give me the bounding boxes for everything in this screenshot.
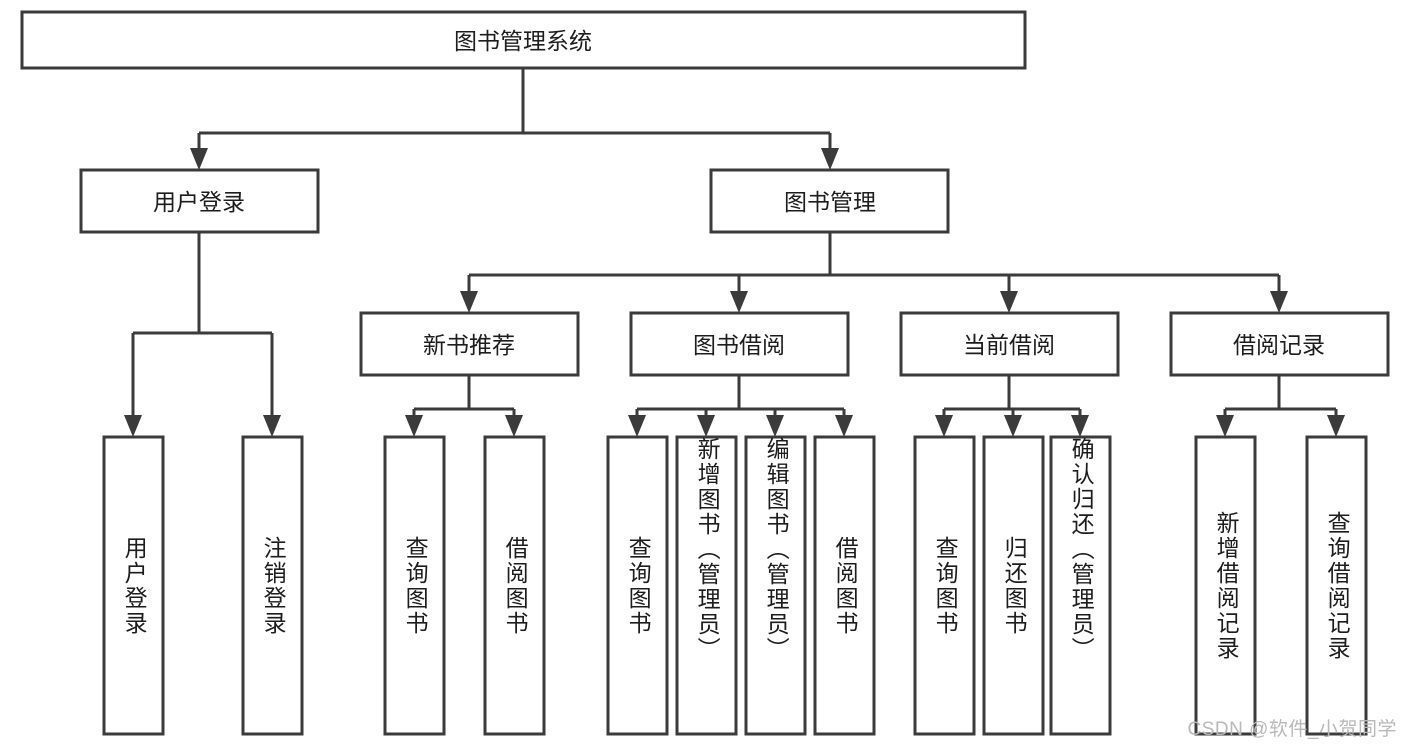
arrow-head-leaf-record-1 bbox=[1216, 415, 1234, 437]
leaf-box-group bbox=[102, 435, 1368, 736]
arrow-head-book-manage bbox=[821, 148, 839, 170]
arrow-head-leaf-current-1 bbox=[935, 415, 953, 437]
arrow-head-new-book-recommend bbox=[460, 291, 478, 313]
arrow-head-leaf-logout bbox=[263, 415, 281, 437]
arrow-head-leaf-recommend-2 bbox=[505, 415, 523, 437]
node-root[interactable]: 图书管理系统 bbox=[20, 10, 1027, 70]
arrow-head-leaf-borrow-2 bbox=[697, 415, 715, 437]
node-borrow-record-label: 借阅记录 bbox=[1233, 332, 1325, 358]
arrow-head-book-borrow bbox=[730, 291, 748, 313]
leaf-box-record-add[interactable] bbox=[1194, 435, 1257, 736]
arrow-head-leaf-current-3 bbox=[1071, 415, 1089, 437]
leaf-box-user-login[interactable] bbox=[102, 435, 165, 736]
node-borrow-record[interactable]: 借阅记录 bbox=[1169, 311, 1390, 377]
node-new-book-recommend[interactable]: 新书推荐 bbox=[359, 311, 580, 377]
node-book-borrow[interactable]: 图书借阅 bbox=[629, 311, 850, 377]
watermark-text: CSDN @软件_小贺同学 bbox=[1187, 719, 1397, 740]
connector-userlogin-to-bus bbox=[131, 232, 274, 419]
leaf-box-borrow-add[interactable] bbox=[675, 435, 738, 736]
node-book-borrow-label: 图书借阅 bbox=[693, 332, 785, 358]
node-user-login-label: 用户登录 bbox=[153, 189, 245, 215]
arrow-head-leaf-user-login bbox=[124, 415, 142, 437]
node-current-borrow[interactable]: 当前借阅 bbox=[899, 311, 1120, 377]
leaf-box-borrow-edit[interactable] bbox=[744, 435, 807, 736]
node-root-label: 图书管理系统 bbox=[454, 28, 592, 54]
connector-bookmanage-to-bus bbox=[467, 232, 1281, 295]
arrow-head-leaf-borrow-3 bbox=[766, 415, 784, 437]
connector-root-to-bus bbox=[197, 68, 832, 152]
leaf-box-current-return[interactable] bbox=[982, 435, 1045, 736]
connector-borrow-to-leaves bbox=[635, 375, 846, 419]
arrow-head-leaf-current-2 bbox=[1004, 415, 1022, 437]
arrow-head-user-login bbox=[190, 148, 208, 170]
arrow-head-leaf-recommend-1 bbox=[405, 415, 423, 437]
arrow-head-leaf-borrow-1 bbox=[628, 415, 646, 437]
connector-recommend-to-leaves bbox=[412, 375, 516, 419]
node-book-management[interactable]: 图书管理 bbox=[709, 168, 950, 234]
connector-current-to-leaves bbox=[942, 375, 1082, 419]
leaf-box-borrow-query[interactable] bbox=[606, 435, 669, 736]
arrow-head-current-borrow bbox=[1000, 291, 1018, 313]
connector-record-to-leaves bbox=[1223, 375, 1338, 419]
arrow-head-leaf-record-2 bbox=[1327, 415, 1345, 437]
connector-group bbox=[124, 68, 1345, 437]
leaf-box-recommend-borrow[interactable] bbox=[483, 435, 546, 736]
leaf-box-recommend-query[interactable] bbox=[383, 435, 446, 736]
leaf-box-current-confirm[interactable] bbox=[1049, 435, 1112, 736]
node-book-management-label: 图书管理 bbox=[784, 189, 876, 215]
leaf-box-logout[interactable] bbox=[241, 435, 304, 736]
leaf-box-record-query[interactable] bbox=[1305, 435, 1368, 736]
arrow-head-leaf-borrow-4 bbox=[835, 415, 853, 437]
node-current-borrow-label: 当前借阅 bbox=[963, 332, 1055, 358]
leaf-box-borrow-lend[interactable] bbox=[813, 435, 876, 736]
node-user-login[interactable]: 用户登录 bbox=[79, 168, 320, 234]
node-new-book-recommend-label: 新书推荐 bbox=[423, 332, 515, 358]
leaf-box-current-query[interactable] bbox=[913, 435, 976, 736]
arrow-head-borrow-record bbox=[1270, 291, 1288, 313]
